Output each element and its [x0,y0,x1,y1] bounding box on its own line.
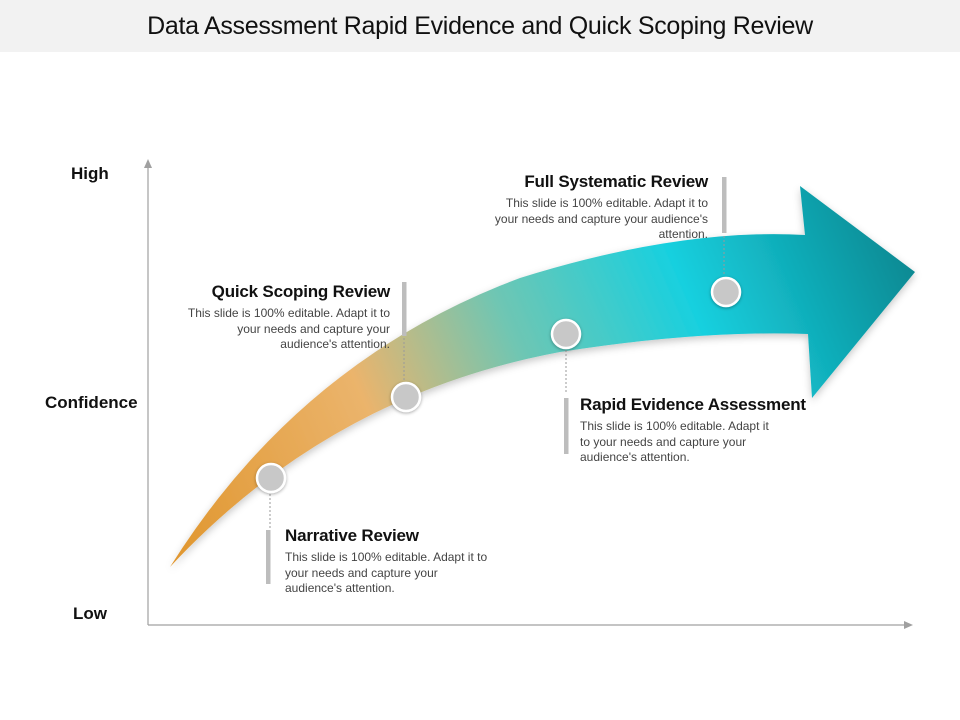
callout-title: Narrative Review [285,526,419,545]
accent-bar-rapid-evidence [564,398,569,454]
page-title: Data Assessment Rapid Evidence and Quick… [147,11,813,40]
callout-body: This slide is 100% editable. Adapt it to… [285,550,488,595]
callout-title: Full Systematic Review [524,172,708,191]
axis-label-high: High [71,164,109,183]
accent-bar-narrative [266,530,271,584]
milestone-rapid-evidence [550,318,582,350]
callout-title: Rapid Evidence Assessment [580,395,806,414]
title-bar: Data Assessment Rapid Evidence and Quick… [0,0,960,52]
accent-bar-quick-scoping [402,282,407,336]
x-axis-arrowhead [904,621,913,629]
callout-body: This slide is 100% editable. Adapt it to… [494,196,708,241]
axis-label-confidence: Confidence [45,393,138,412]
callout-body: This slide is 100% editable. Adapt it to… [580,419,769,464]
milestones [255,276,742,494]
callout-full-systematic-review: Full Systematic Review This slide is 100… [490,172,708,243]
callout-body: This slide is 100% editable. Adapt it to… [187,306,390,351]
callout-title: Quick Scoping Review [211,282,391,301]
callout-quick-scoping-review: Quick Scoping Review This slide is 100% … [180,282,390,353]
accent-bars [266,177,727,584]
y-axis-arrowhead [144,159,152,168]
callout-rapid-evidence-assessment: Rapid Evidence Assessment This slide is … [580,395,840,466]
connectors [269,236,725,530]
axes [144,159,913,629]
accent-bar-full-systematic [722,177,727,233]
milestone-quick-scoping [390,381,422,413]
callout-narrative-review: Narrative Review This slide is 100% edit… [285,526,490,597]
milestone-full-systematic [710,276,742,308]
axis-label-low: Low [73,604,107,623]
progress-arrow [170,186,915,567]
milestone-narrative [255,462,287,494]
